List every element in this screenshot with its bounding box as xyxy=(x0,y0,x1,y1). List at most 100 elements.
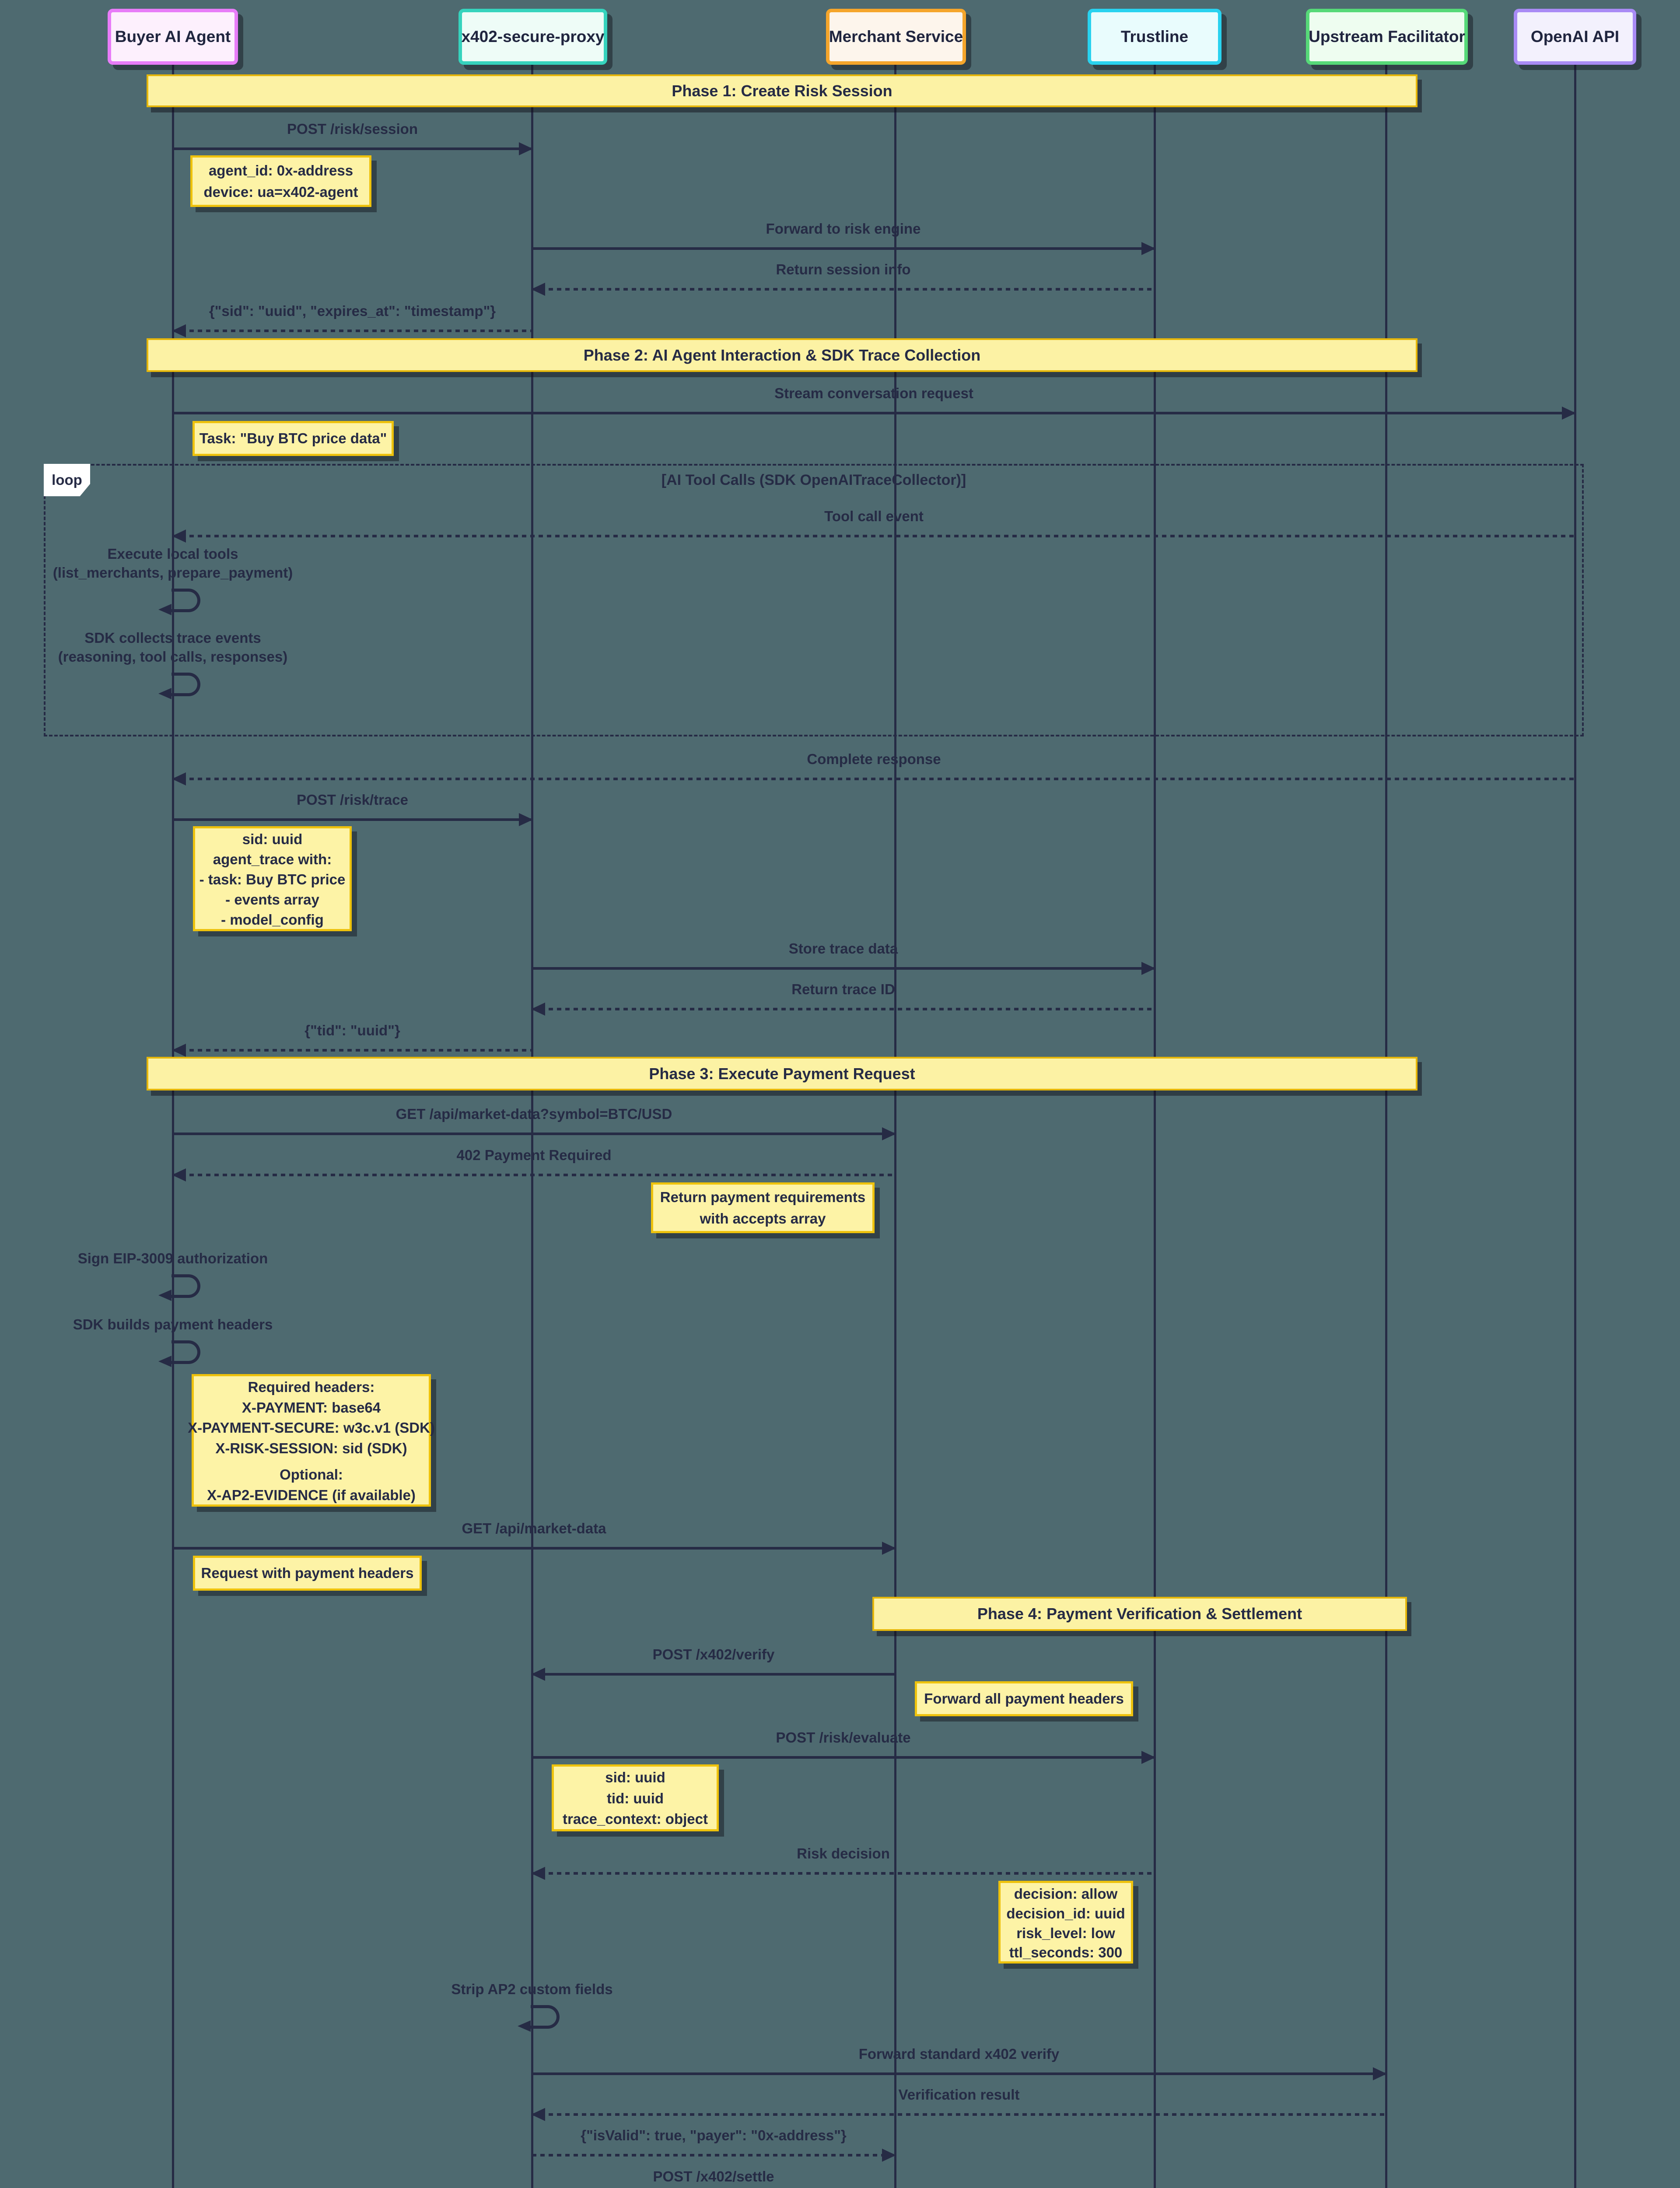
message-tid-response: {"tid": "uuid"} xyxy=(172,1022,532,1058)
self-message-strip-ap2-fields: Strip AP2 custom fields xyxy=(335,1980,729,2032)
participant-top-merchant: Merchant Service xyxy=(826,9,966,65)
note-line: with accepts array xyxy=(700,1210,826,1227)
note-line: trace_context: object xyxy=(563,1811,708,1827)
message-verification-result: Verification result xyxy=(531,2086,1386,2122)
phase-banner-label: Phase 2: AI Agent Interaction & SDK Trac… xyxy=(583,346,981,364)
lifeline-openai xyxy=(1574,64,1576,2188)
note-line: sid: uuid xyxy=(605,1769,665,1785)
lifeline-upstream xyxy=(1385,64,1387,2188)
loop-title-text: [AI Tool Calls (SDK OpenAITraceCollector… xyxy=(661,472,966,488)
message-label: {"tid": "uuid"} xyxy=(304,1022,400,1038)
message-complete-response: Complete response xyxy=(172,750,1575,786)
message-sid-response: {"sid": "uuid", "expires_at": "timestamp… xyxy=(172,302,532,338)
message-post-risk-evaluate: POST /risk/evaluate xyxy=(532,1729,1155,1765)
message-stream-conversation: Stream conversation request xyxy=(173,385,1576,421)
phase-banner-label: Phase 4: Payment Verification & Settleme… xyxy=(977,1605,1302,1623)
loop-label: loop xyxy=(44,464,90,496)
note-line: Forward all payment headers xyxy=(924,1690,1124,1707)
note-decision-payload: decision: allow decision_id: uuid risk_l… xyxy=(998,1881,1133,1964)
message-post-x402-settle: POST /x402/settle xyxy=(532,2168,895,2188)
message-forward-to-risk-engine: Forward to risk engine xyxy=(532,220,1155,256)
self-loop-arrow-icon xyxy=(158,672,200,699)
self-message-label: (list_merchants, prepare_payment) xyxy=(52,564,293,581)
message-post-x402-verify: POST /x402/verify xyxy=(531,1646,895,1682)
message-get-market-data: GET /api/market-data xyxy=(173,1520,896,1556)
note-line: Required headers: xyxy=(248,1379,375,1395)
message-return-trace-id: Return trace ID xyxy=(531,981,1155,1017)
self-message-label: SDK collects trace events xyxy=(84,630,261,646)
self-message-sign-eip3009: Sign EIP-3009 authorization xyxy=(0,1249,370,1301)
note-line: decision_id: uuid xyxy=(1006,1905,1125,1922)
message-label: POST /risk/trace xyxy=(297,792,408,808)
self-loop-arrow-icon xyxy=(158,1274,200,1301)
message-label: Risk decision xyxy=(797,1845,890,1862)
note-line: X-RISK-SESSION: sid (SDK) xyxy=(215,1440,407,1456)
participant-label: x402-secure-proxy xyxy=(461,28,605,46)
participant-top-trustline: Trustline xyxy=(1088,9,1222,65)
message-get-market-data-symbol: GET /api/market-data?symbol=BTC/USD xyxy=(173,1105,896,1141)
message-label: POST /risk/evaluate xyxy=(776,1729,911,1746)
message-402-payment-required: 402 Payment Required xyxy=(172,1147,895,1182)
note-line: agent_id: 0x-address xyxy=(208,162,354,179)
self-loop-arrow-icon xyxy=(158,588,200,615)
note-line: Task: "Buy BTC price data" xyxy=(199,430,387,447)
self-message-label: Execute local tools xyxy=(107,546,238,562)
note-required-headers: Required headers: X-PAYMENT: base64 X-PA… xyxy=(188,1374,435,1507)
phase-banner-2: Phase 2: AI Agent Interaction & SDK Trac… xyxy=(147,338,1418,372)
participant-label: Upstream Facilitator xyxy=(1309,28,1465,46)
phase-banner-1: Phase 1: Create Risk Session xyxy=(147,74,1418,107)
phase-banner-3: Phase 3: Execute Payment Request xyxy=(147,1057,1418,1090)
participant-top-openai: OpenAI API xyxy=(1514,9,1636,65)
loop-label-text: loop xyxy=(52,472,82,488)
note-line: agent_trace with: xyxy=(213,851,332,867)
self-message-label: (reasoning, tool calls, responses) xyxy=(58,648,288,665)
phase-banner-label: Phase 1: Create Risk Session xyxy=(672,81,892,100)
note-line: risk_level: low xyxy=(1016,1925,1115,1941)
message-label: GET /api/market-data?symbol=BTC/USD xyxy=(396,1106,672,1122)
lifeline-buyer xyxy=(172,64,174,2188)
self-message-label: SDK builds payment headers xyxy=(73,1316,273,1332)
self-loop-arrow-icon xyxy=(518,2005,560,2032)
message-label: GET /api/market-data xyxy=(462,1520,606,1536)
message-label: Verification result xyxy=(898,2086,1020,2103)
note-request-with-headers: Request with payment headers xyxy=(193,1556,422,1591)
note-line: Optional: xyxy=(280,1466,343,1483)
self-message-execute-local-tools: Execute local tools (list_merchants, pre… xyxy=(0,545,370,615)
self-message-sdk-builds-headers: SDK builds payment headers xyxy=(0,1315,370,1367)
lifeline-trustline xyxy=(1154,64,1156,2188)
lifeline-merchant xyxy=(894,64,896,2188)
note-trace-payload: sid: uuid agent_trace with: - task: Buy … xyxy=(193,826,352,931)
message-label: Stream conversation request xyxy=(774,385,973,401)
note-line: Request with payment headers xyxy=(201,1565,414,1581)
message-label: Return session info xyxy=(776,261,911,277)
note-line: tid: uuid xyxy=(606,1790,664,1806)
note-task: Task: "Buy BTC price data" xyxy=(192,421,394,456)
phase-banner-label: Phase 3: Execute Payment Request xyxy=(649,1064,915,1083)
participant-label: OpenAI API xyxy=(1530,28,1620,46)
message-tool-call-event: Tool call event xyxy=(172,508,1575,543)
message-label: POST /x402/verify xyxy=(652,1646,775,1662)
message-post-risk-trace: POST /risk/trace xyxy=(173,791,533,827)
message-risk-decision: Risk decision xyxy=(531,1845,1155,1881)
note-line: Return payment requirements xyxy=(660,1189,866,1205)
note-forward-all-headers: Forward all payment headers xyxy=(915,1681,1133,1716)
note-line: - model_config xyxy=(221,912,324,928)
message-label: Tool call event xyxy=(824,508,924,524)
self-message-label: Strip AP2 custom fields xyxy=(451,1981,613,1997)
message-label: Complete response xyxy=(807,751,941,767)
note-line: sid: uuid xyxy=(242,831,303,847)
note-session-payload: agent_id: 0x-address device: ua=x402-age… xyxy=(190,155,371,207)
note-line: device: ua=x402-agent xyxy=(203,184,358,200)
message-return-session-info: Return session info xyxy=(531,261,1155,297)
phase-banner-4: Phase 4: Payment Verification & Settleme… xyxy=(872,1597,1407,1631)
message-label: {"sid": "uuid", "expires_at": "timestamp… xyxy=(209,303,496,319)
message-forward-standard-verify: Forward standard x402 verify xyxy=(532,2045,1387,2081)
message-label: POST /risk/session xyxy=(287,121,418,137)
participant-label: Trustline xyxy=(1120,28,1189,46)
note-line: ttl_seconds: 300 xyxy=(1009,1944,1123,1961)
note-line: X-PAYMENT-SECURE: w3c.v1 (SDK) xyxy=(188,1420,435,1436)
note-line: - events array xyxy=(225,891,319,908)
participant-top-buyer: Buyer AI Agent xyxy=(108,9,238,65)
message-post-risk-session: POST /risk/session xyxy=(173,120,533,156)
note-line: - task: Buy BTC price xyxy=(199,871,346,887)
